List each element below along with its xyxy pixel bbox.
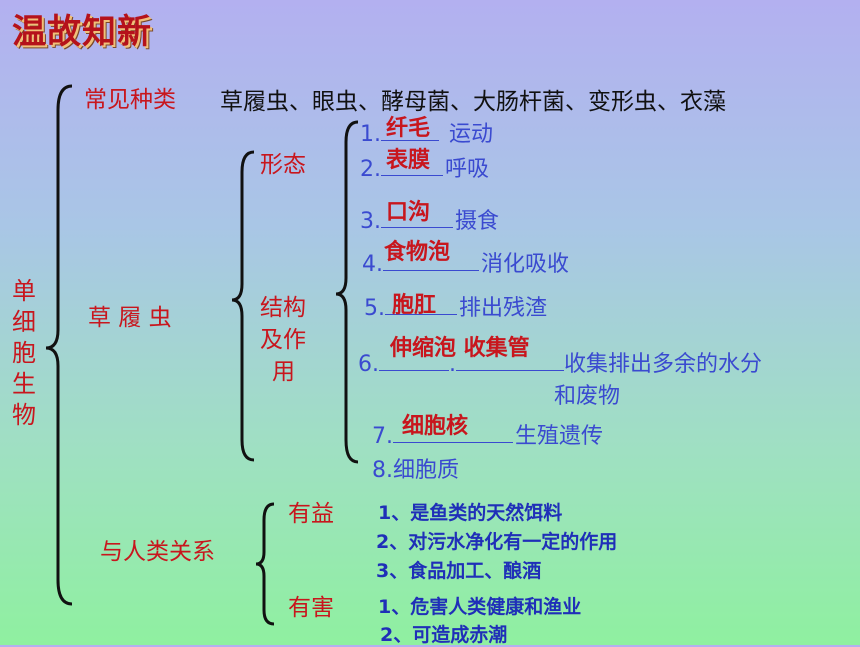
human-relation-brace bbox=[255, 502, 275, 626]
common-types-label: 常见种类 bbox=[84, 87, 176, 113]
harmful-label: 有害 bbox=[288, 595, 334, 621]
item-4: 4.消化吸收 bbox=[362, 252, 570, 277]
beneficial-label: 有益 bbox=[288, 501, 334, 527]
beneficial-point-2: 2、对污水净化有一定的作用 bbox=[376, 531, 618, 553]
human-relation-label: 与人类关系 bbox=[100, 539, 215, 565]
item-6-desc-line2: 和废物 bbox=[554, 384, 621, 409]
item-1-answer: 纤毛 bbox=[386, 116, 431, 141]
root-label: 单细胞生物 bbox=[12, 277, 36, 429]
item-8: 8.细胞质 bbox=[372, 458, 460, 483]
item-6-answer: 伸缩泡 收集管 bbox=[390, 336, 530, 361]
item-2-answer: 表膜 bbox=[386, 148, 431, 173]
item-5-answer: 胞肛 bbox=[392, 293, 437, 318]
item-3: 3.摄食 bbox=[360, 209, 500, 234]
item-4-answer: 食物泡 bbox=[384, 240, 451, 265]
item-7-answer: 细胞核 bbox=[402, 414, 469, 439]
items-brace bbox=[335, 120, 359, 464]
item-6: 6..收集排出多余的水分 bbox=[358, 352, 763, 377]
item-1: 1.运动 bbox=[360, 122, 494, 147]
structure-label-2: 及作 bbox=[260, 327, 306, 353]
beneficial-point-1: 1、是鱼类的天然饵料 bbox=[378, 502, 563, 524]
paramecium-label: 草 履 虫 bbox=[88, 305, 172, 331]
item-5: 5.排出残渣 bbox=[364, 296, 548, 321]
structure-label-1: 结构 bbox=[260, 295, 306, 321]
morphology-label: 形态 bbox=[260, 152, 306, 178]
beneficial-point-3: 3、食品加工、酿酒 bbox=[376, 560, 542, 582]
item-7: 7.生殖遗传 bbox=[372, 424, 604, 449]
common-types-text: 草履虫、眼虫、酵母菌、大肠杆菌、变形虫、衣藻 bbox=[220, 89, 726, 115]
item-2: 2.呼吸 bbox=[360, 157, 490, 182]
main-brace bbox=[45, 84, 73, 606]
paramecium-brace bbox=[231, 150, 255, 462]
page-title: 温故知新 bbox=[12, 12, 152, 52]
structure-label-3: 用 bbox=[272, 359, 295, 385]
item-3-answer: 口沟 bbox=[386, 200, 431, 225]
harmful-point-2: 2、可造成赤潮 bbox=[380, 624, 508, 646]
harmful-point-1: 1、危害人类健康和渔业 bbox=[378, 596, 582, 618]
